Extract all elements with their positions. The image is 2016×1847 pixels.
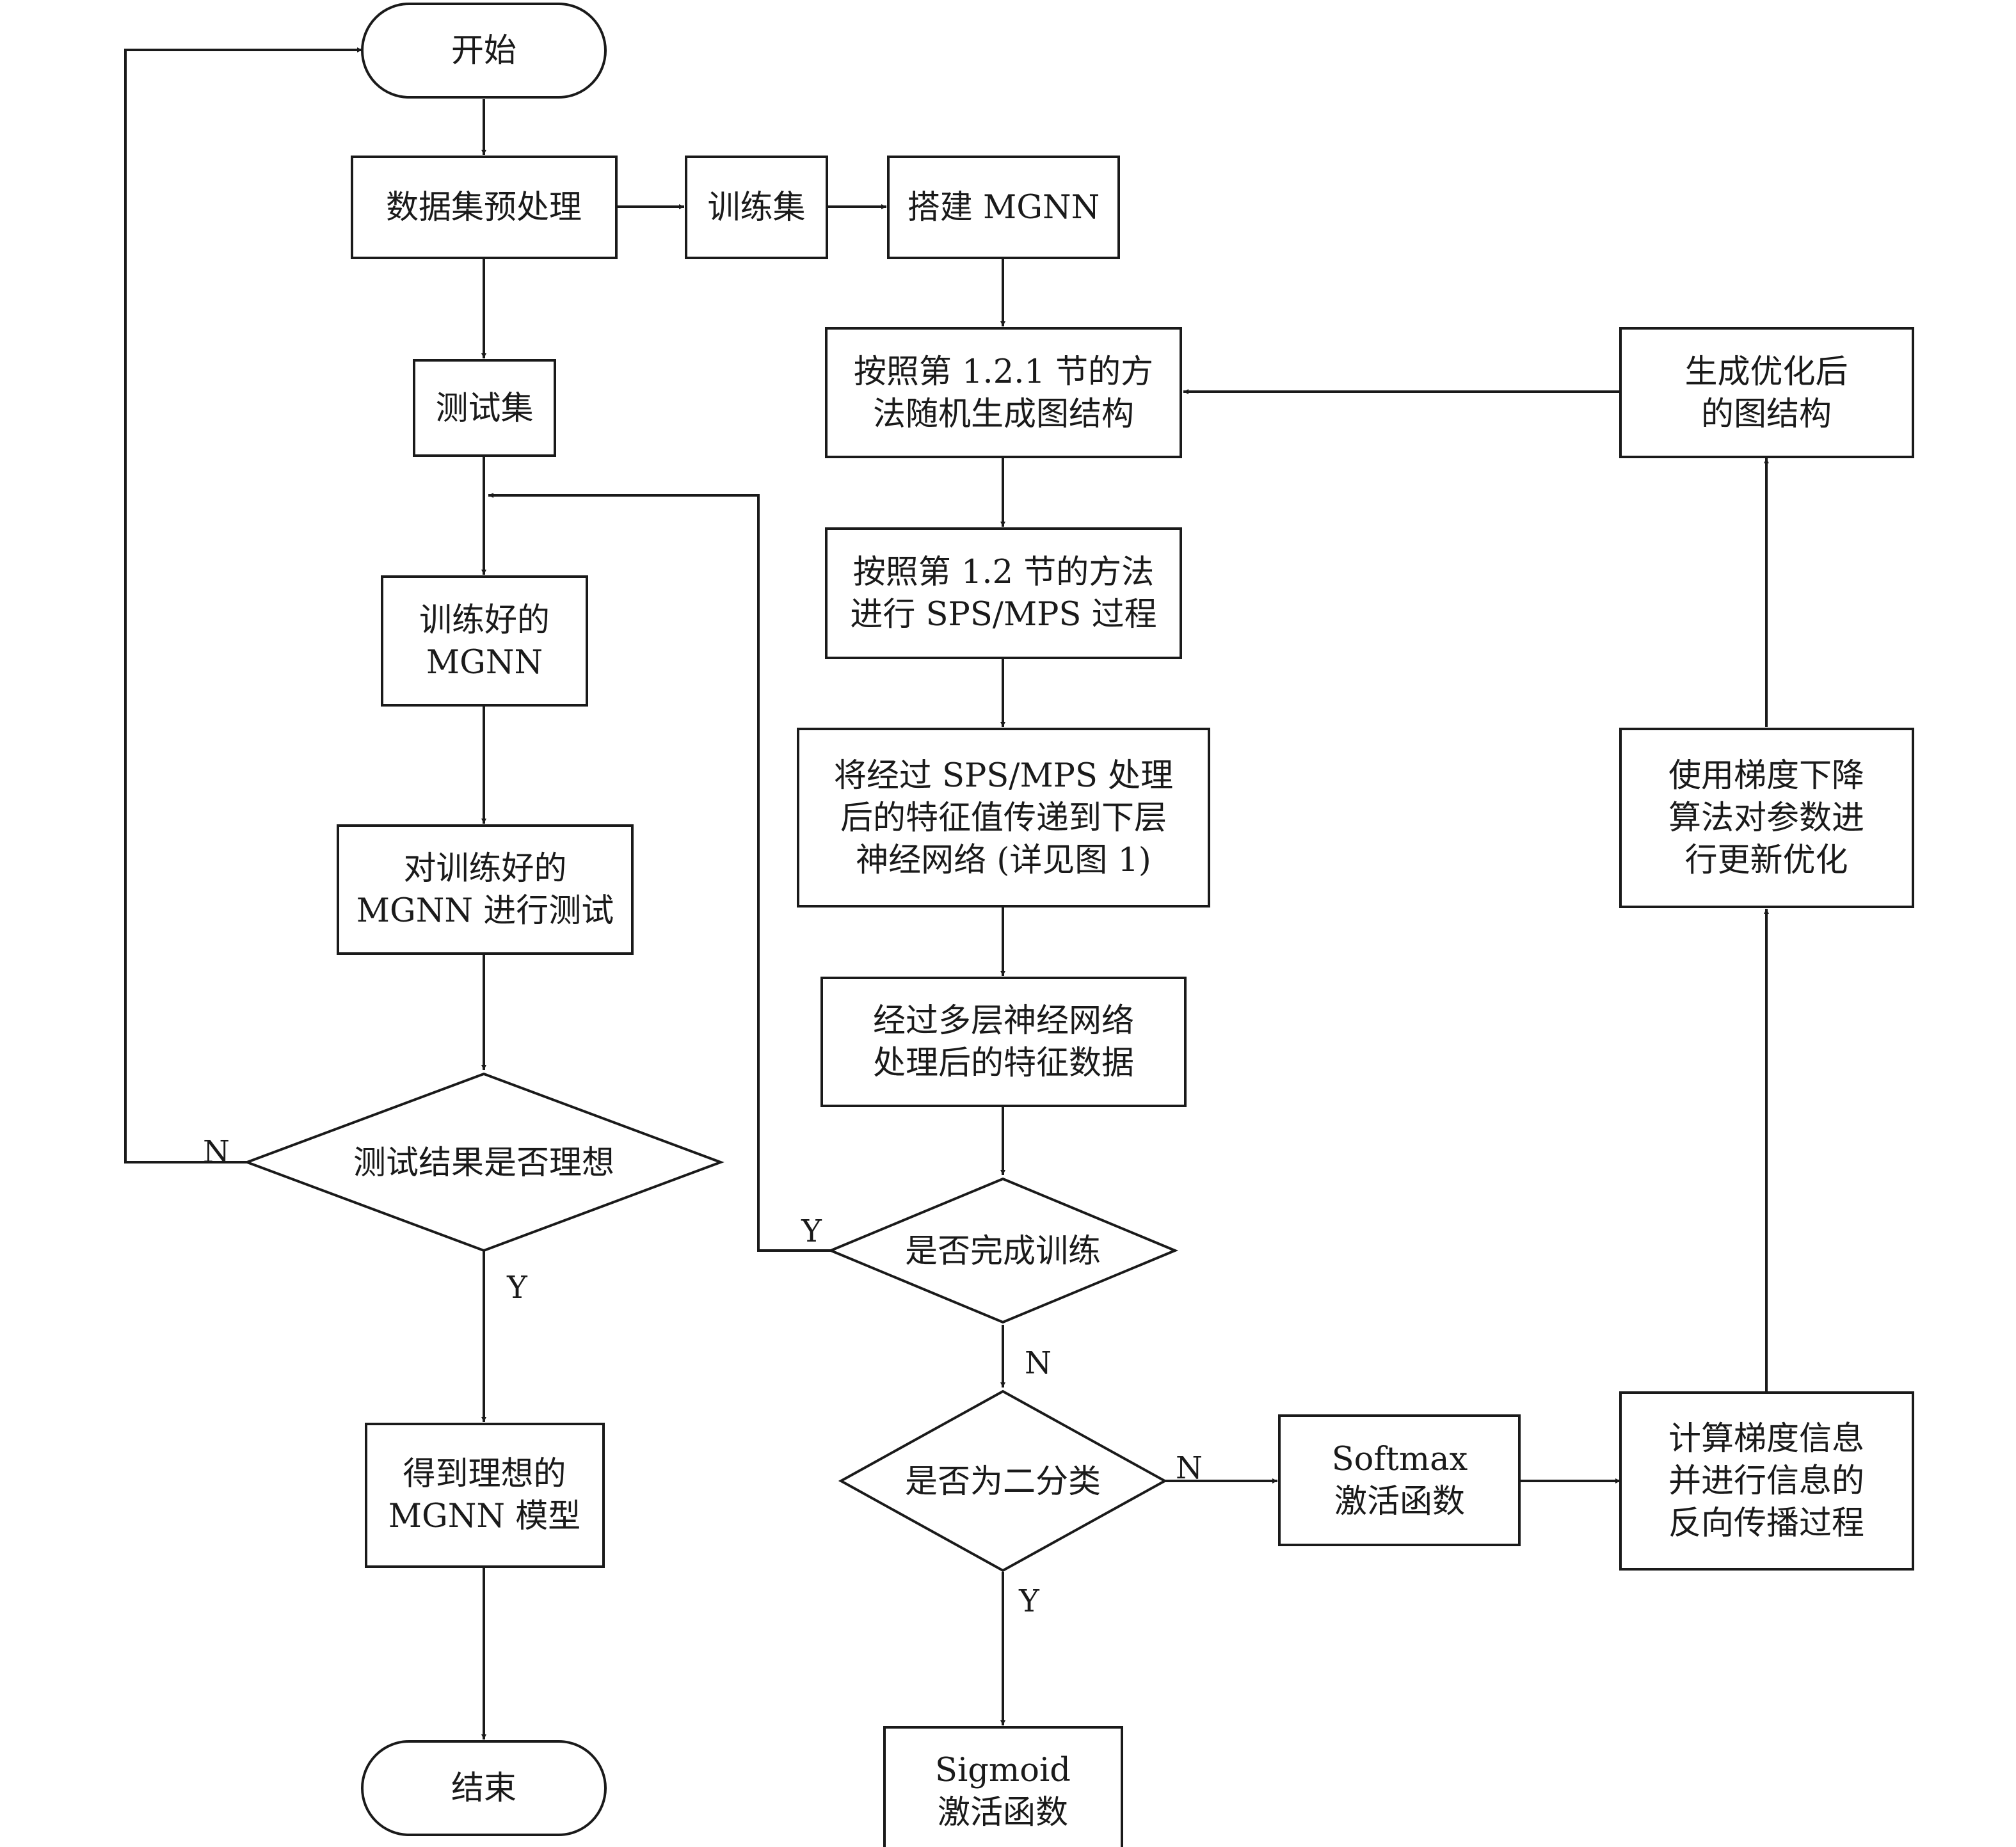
gen-graph-label: 按照第 1.2.1 节的方法随机生成图结构 <box>854 353 1153 433</box>
backprop-node: 计算梯度信息并进行信息的反向传播过程 <box>1619 1391 1914 1571</box>
ideal-decision-label: 测试结果是否理想 <box>353 1144 614 1182</box>
build-label: 搭建 MGNN <box>908 189 1100 227</box>
optimized-graph-line-1: 生成优化后 <box>1684 353 1848 391</box>
ideal-model-label: 得到理想的 MGNN 模型 <box>388 1455 580 1535</box>
binary-decision-label: 是否为二分类 <box>905 1463 1101 1501</box>
ideal-model-node: 得到理想的 MGNN 模型 <box>365 1423 605 1568</box>
sigmoid-line-2: 激活函数 <box>938 1794 1068 1832</box>
start-node: 开始 <box>361 3 607 99</box>
preprocess-node: 数据集预处理 <box>351 156 618 259</box>
train-no-label: N <box>1025 1345 1052 1381</box>
test-node: 对训练好的 MGNN 进行测试 <box>337 824 634 955</box>
gradient-descent-label: 使用梯度下降算法对参数进行更新优化 <box>1668 757 1864 879</box>
trainset-node: 训练集 <box>685 156 828 259</box>
train-yes-label: Y <box>801 1213 822 1249</box>
backprop-line-1: 计算梯度信息 <box>1668 1420 1864 1458</box>
binary-decision-node: 是否为二分类 <box>838 1389 1168 1572</box>
train-done-q-line-1: 是否完成训练 <box>905 1233 1101 1270</box>
trained-line-1: 训练好的 <box>419 602 550 639</box>
testset-node: 测试集 <box>413 359 556 457</box>
test-label: 对训练好的 MGNN 进行测试 <box>356 850 614 930</box>
test-line-1: 对训练好的 <box>403 850 566 888</box>
binary-no-label: N <box>1176 1450 1203 1486</box>
backprop-line-3: 反向传播过程 <box>1668 1505 1864 1542</box>
sigmoid-label: Sigmoid 激活函数 <box>935 1752 1071 1832</box>
end-label: 结束 <box>451 1770 516 1807</box>
ideal-model-line-2: MGNN 模型 <box>388 1498 580 1535</box>
trained-line-2: MGNN <box>426 644 543 682</box>
gradient-descent-line-1: 使用梯度下降 <box>1668 757 1864 795</box>
gradient-descent-node: 使用梯度下降算法对参数进行更新优化 <box>1619 728 1914 908</box>
ideal-decision-node: 测试结果是否理想 <box>243 1072 724 1252</box>
pass-features-line-1: 将经过 SPS/MPS 处理 <box>834 757 1173 795</box>
pass-features-line-3: 神经网络 (详见图 1) <box>856 842 1151 879</box>
preprocess-label: 数据集预处理 <box>386 189 582 227</box>
backprop-label: 计算梯度信息并进行信息的反向传播过程 <box>1668 1420 1864 1542</box>
testset-line-1: 测试集 <box>435 390 533 428</box>
pass-features-line-2: 后的特征值传递到下层 <box>840 799 1167 837</box>
testset-label: 测试集 <box>435 390 533 428</box>
gradient-descent-line-2: 算法对参数进 <box>1668 799 1864 837</box>
backprop-line-2: 并进行信息的 <box>1668 1462 1864 1500</box>
pass-features-label: 将经过 SPS/MPS 处理后的特征值传递到下层神经网络 (详见图 1) <box>834 757 1173 879</box>
nodes: 开始 数据集预处理 训练集 搭建 MGNN 测试集 按照第 1.2.1 节的方法… <box>243 3 1914 1847</box>
edge-ideal-no-loop <box>124 47 362 1163</box>
trainset-label: 训练集 <box>707 189 805 227</box>
test-line-2: MGNN 进行测试 <box>356 892 614 930</box>
edge-train-yes-loop <box>488 493 831 1252</box>
ideal-model-line-1: 得到理想的 <box>403 1455 566 1493</box>
sps-mps-line-2: 进行 SPS/MPS 过程 <box>850 596 1156 634</box>
gen-graph-line-2: 法随机生成图结构 <box>873 396 1134 433</box>
trained-node: 训练好的 MGNN <box>381 575 588 707</box>
sps-mps-label: 按照第 1.2 节的方法进行 SPS/MPS 过程 <box>850 554 1156 634</box>
train-done-decision-node: 是否完成训练 <box>827 1177 1179 1324</box>
gen-graph-line-1: 按照第 1.2.1 节的方 <box>854 353 1153 391</box>
edge-annotations: N Y Y N N Y <box>203 1134 1203 1619</box>
pass-features-node: 将经过 SPS/MPS 处理后的特征值传递到下层神经网络 (详见图 1) <box>797 728 1210 908</box>
features-line-2: 处理后的特征数据 <box>873 1044 1134 1082</box>
trained-label: 训练好的 MGNN <box>419 602 550 682</box>
softmax-label: Softmax 激活函数 <box>1332 1441 1468 1521</box>
ideal-no-label: N <box>203 1134 230 1170</box>
sps-mps-line-1: 按照第 1.2 节的方法 <box>853 554 1155 591</box>
start-label: 开始 <box>451 32 516 70</box>
features-node: 经过多层神经网络处理后的特征数据 <box>820 977 1187 1107</box>
build-node: 搭建 MGNN <box>887 156 1120 259</box>
binary-q-line-1: 是否为二分类 <box>905 1463 1101 1501</box>
features-line-1: 经过多层神经网络 <box>873 1002 1134 1040</box>
build-line-1: 搭建 MGNN <box>908 189 1100 227</box>
optimized-graph-line-2: 的图结构 <box>1701 396 1832 433</box>
trainset-line-1: 训练集 <box>707 189 805 227</box>
softmax-line-2: 激活函数 <box>1334 1483 1465 1521</box>
ideal-q-line-1: 测试结果是否理想 <box>353 1144 614 1182</box>
sigmoid-line-1: Sigmoid <box>935 1752 1071 1789</box>
gen-graph-node: 按照第 1.2.1 节的方法随机生成图结构 <box>825 327 1182 458</box>
edges <box>124 47 1769 1739</box>
preprocess-line-1: 数据集预处理 <box>386 189 582 227</box>
train-done-decision-label: 是否完成训练 <box>905 1233 1101 1270</box>
optimized-graph-label: 生成优化后的图结构 <box>1684 353 1848 433</box>
optimized-graph-node: 生成优化后的图结构 <box>1619 327 1914 458</box>
gradient-descent-line-3: 行更新优化 <box>1684 842 1848 879</box>
ideal-yes-label: Y <box>506 1270 528 1306</box>
end-node: 结束 <box>361 1740 607 1836</box>
sps-mps-node: 按照第 1.2 节的方法进行 SPS/MPS 过程 <box>825 527 1182 659</box>
binary-yes-label: Y <box>1018 1583 1040 1619</box>
softmax-line-1: Softmax <box>1332 1441 1468 1478</box>
softmax-node: Softmax 激活函数 <box>1278 1414 1521 1546</box>
features-label: 经过多层神经网络处理后的特征数据 <box>873 1002 1134 1082</box>
end-line-1: 结束 <box>451 1770 516 1807</box>
start-line-1: 开始 <box>451 32 516 70</box>
sigmoid-node: Sigmoid 激活函数 <box>883 1726 1123 1847</box>
